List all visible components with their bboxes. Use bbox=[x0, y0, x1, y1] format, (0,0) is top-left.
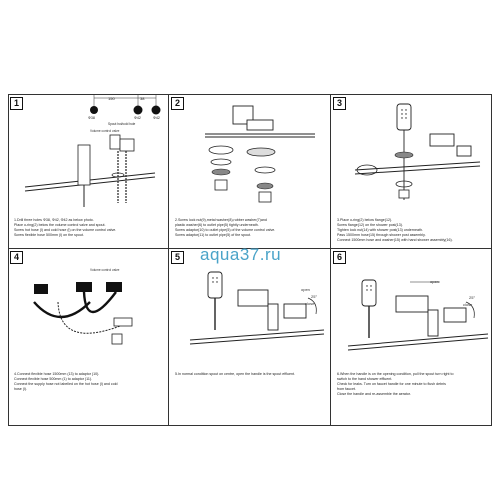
panel-4-line-3: Connect the supply hose not labelled on … bbox=[14, 382, 118, 386]
hole-size-1: Φ38 bbox=[88, 116, 95, 120]
hole-gap-label: 38 bbox=[140, 96, 145, 101]
step-number-2: 2 bbox=[171, 97, 184, 110]
instruction-sheet bbox=[8, 94, 492, 426]
panel-3-line-3: Tighten lock nut(14) with shower post(13… bbox=[337, 228, 423, 232]
panel-2-line-2: plastic washer(6) to outlet pipe(5) tigh… bbox=[175, 223, 259, 227]
panel-2-line-4: Screw adaptor(11) to outlet pipe(5) of t… bbox=[175, 233, 252, 237]
spout-distance-label: 150 bbox=[108, 96, 115, 101]
hole-caption: Spout hot/cold hole bbox=[108, 122, 136, 126]
hole-size-2: Φ42 bbox=[134, 116, 141, 120]
step-number-3: 3 bbox=[333, 97, 346, 110]
panel-2-line-1: 2.Screw lock nut(9),metal washer(8),rubb… bbox=[175, 218, 267, 222]
close-label-6: close bbox=[463, 302, 473, 307]
volume-valve-label-4: Volume control valve bbox=[90, 268, 120, 272]
panel-2-line-3: Screw adaptor(10) to outlet pipe(5) of t… bbox=[175, 228, 276, 232]
panel-1-line-1: 1.Drill three holes Φ38, Φ42, Φ42 as bel… bbox=[14, 218, 94, 222]
panel-1-illustration bbox=[24, 134, 156, 207]
panel-3-line-1: 3.Place o-ring(2) below flange(12). bbox=[337, 218, 393, 222]
hole-size-3: Φ42 bbox=[153, 116, 160, 120]
step-number-1: 1 bbox=[10, 97, 23, 110]
panel-6-illustration bbox=[347, 279, 489, 351]
panel-3-illustration bbox=[354, 103, 481, 200]
step-number-6: 6 bbox=[333, 251, 346, 264]
row-divider bbox=[8, 248, 492, 249]
panel-6-line-2: switch to the hand shower effluent. bbox=[337, 377, 393, 381]
panel-6-line-5: Close the handle and re-assemble the aer… bbox=[337, 392, 411, 396]
panel-6-line-1: 6.When the handle is on the opening cond… bbox=[337, 372, 454, 376]
panel-4-line-2: Connect flexible hose 500mm (1) to adapt… bbox=[14, 377, 93, 381]
panel-4-line-4: hose (l). bbox=[14, 387, 27, 391]
panel-1-line-3: Screw hot hose (l) and cold hose (l) on … bbox=[14, 228, 117, 232]
open-label-5: open bbox=[301, 287, 310, 292]
volume-valve-label: Volume control valve bbox=[90, 129, 120, 133]
panel-6-line-4: from faucet. bbox=[337, 387, 356, 391]
hole-layout-diagram bbox=[90, 95, 161, 115]
panel-5-illustration bbox=[189, 271, 325, 345]
column-divider-right bbox=[330, 94, 331, 426]
panel-5-line-1: 5.In normal condition spout on centre, o… bbox=[175, 372, 296, 376]
panel-1-line-2: Place o-ring(2) below the volume control… bbox=[14, 223, 106, 227]
panel-4-line-1: 4.Connect flexible hose 1500mm (13) to a… bbox=[14, 372, 100, 376]
panel-2-illustration bbox=[205, 105, 315, 203]
step-number-5: 5 bbox=[171, 251, 184, 264]
panel-6-line-3: Check for leaks. Turn on faucet handle f… bbox=[337, 382, 446, 386]
column-divider-left bbox=[168, 94, 169, 426]
angle-label-5: 25° bbox=[311, 294, 318, 299]
panel-3-line-5: Connect 1500mm hose and washer(15) with … bbox=[337, 238, 453, 242]
angle-label-6: 25° bbox=[469, 295, 476, 300]
open-label-6: open bbox=[430, 279, 439, 284]
panel-1-line-4: Screw flexible hose 500mm (l) on the spo… bbox=[14, 233, 84, 237]
watermark: aqua37.ru bbox=[200, 245, 282, 264]
panel-3-line-4: Pass 1500mm hose(15) through shower post… bbox=[337, 233, 426, 237]
panel-4-illustration bbox=[33, 282, 133, 345]
step-number-4: 4 bbox=[10, 251, 23, 264]
panel-3-line-2: Screw flange(12) on the shower post(13). bbox=[337, 223, 403, 227]
close-label-5: close bbox=[305, 301, 315, 306]
